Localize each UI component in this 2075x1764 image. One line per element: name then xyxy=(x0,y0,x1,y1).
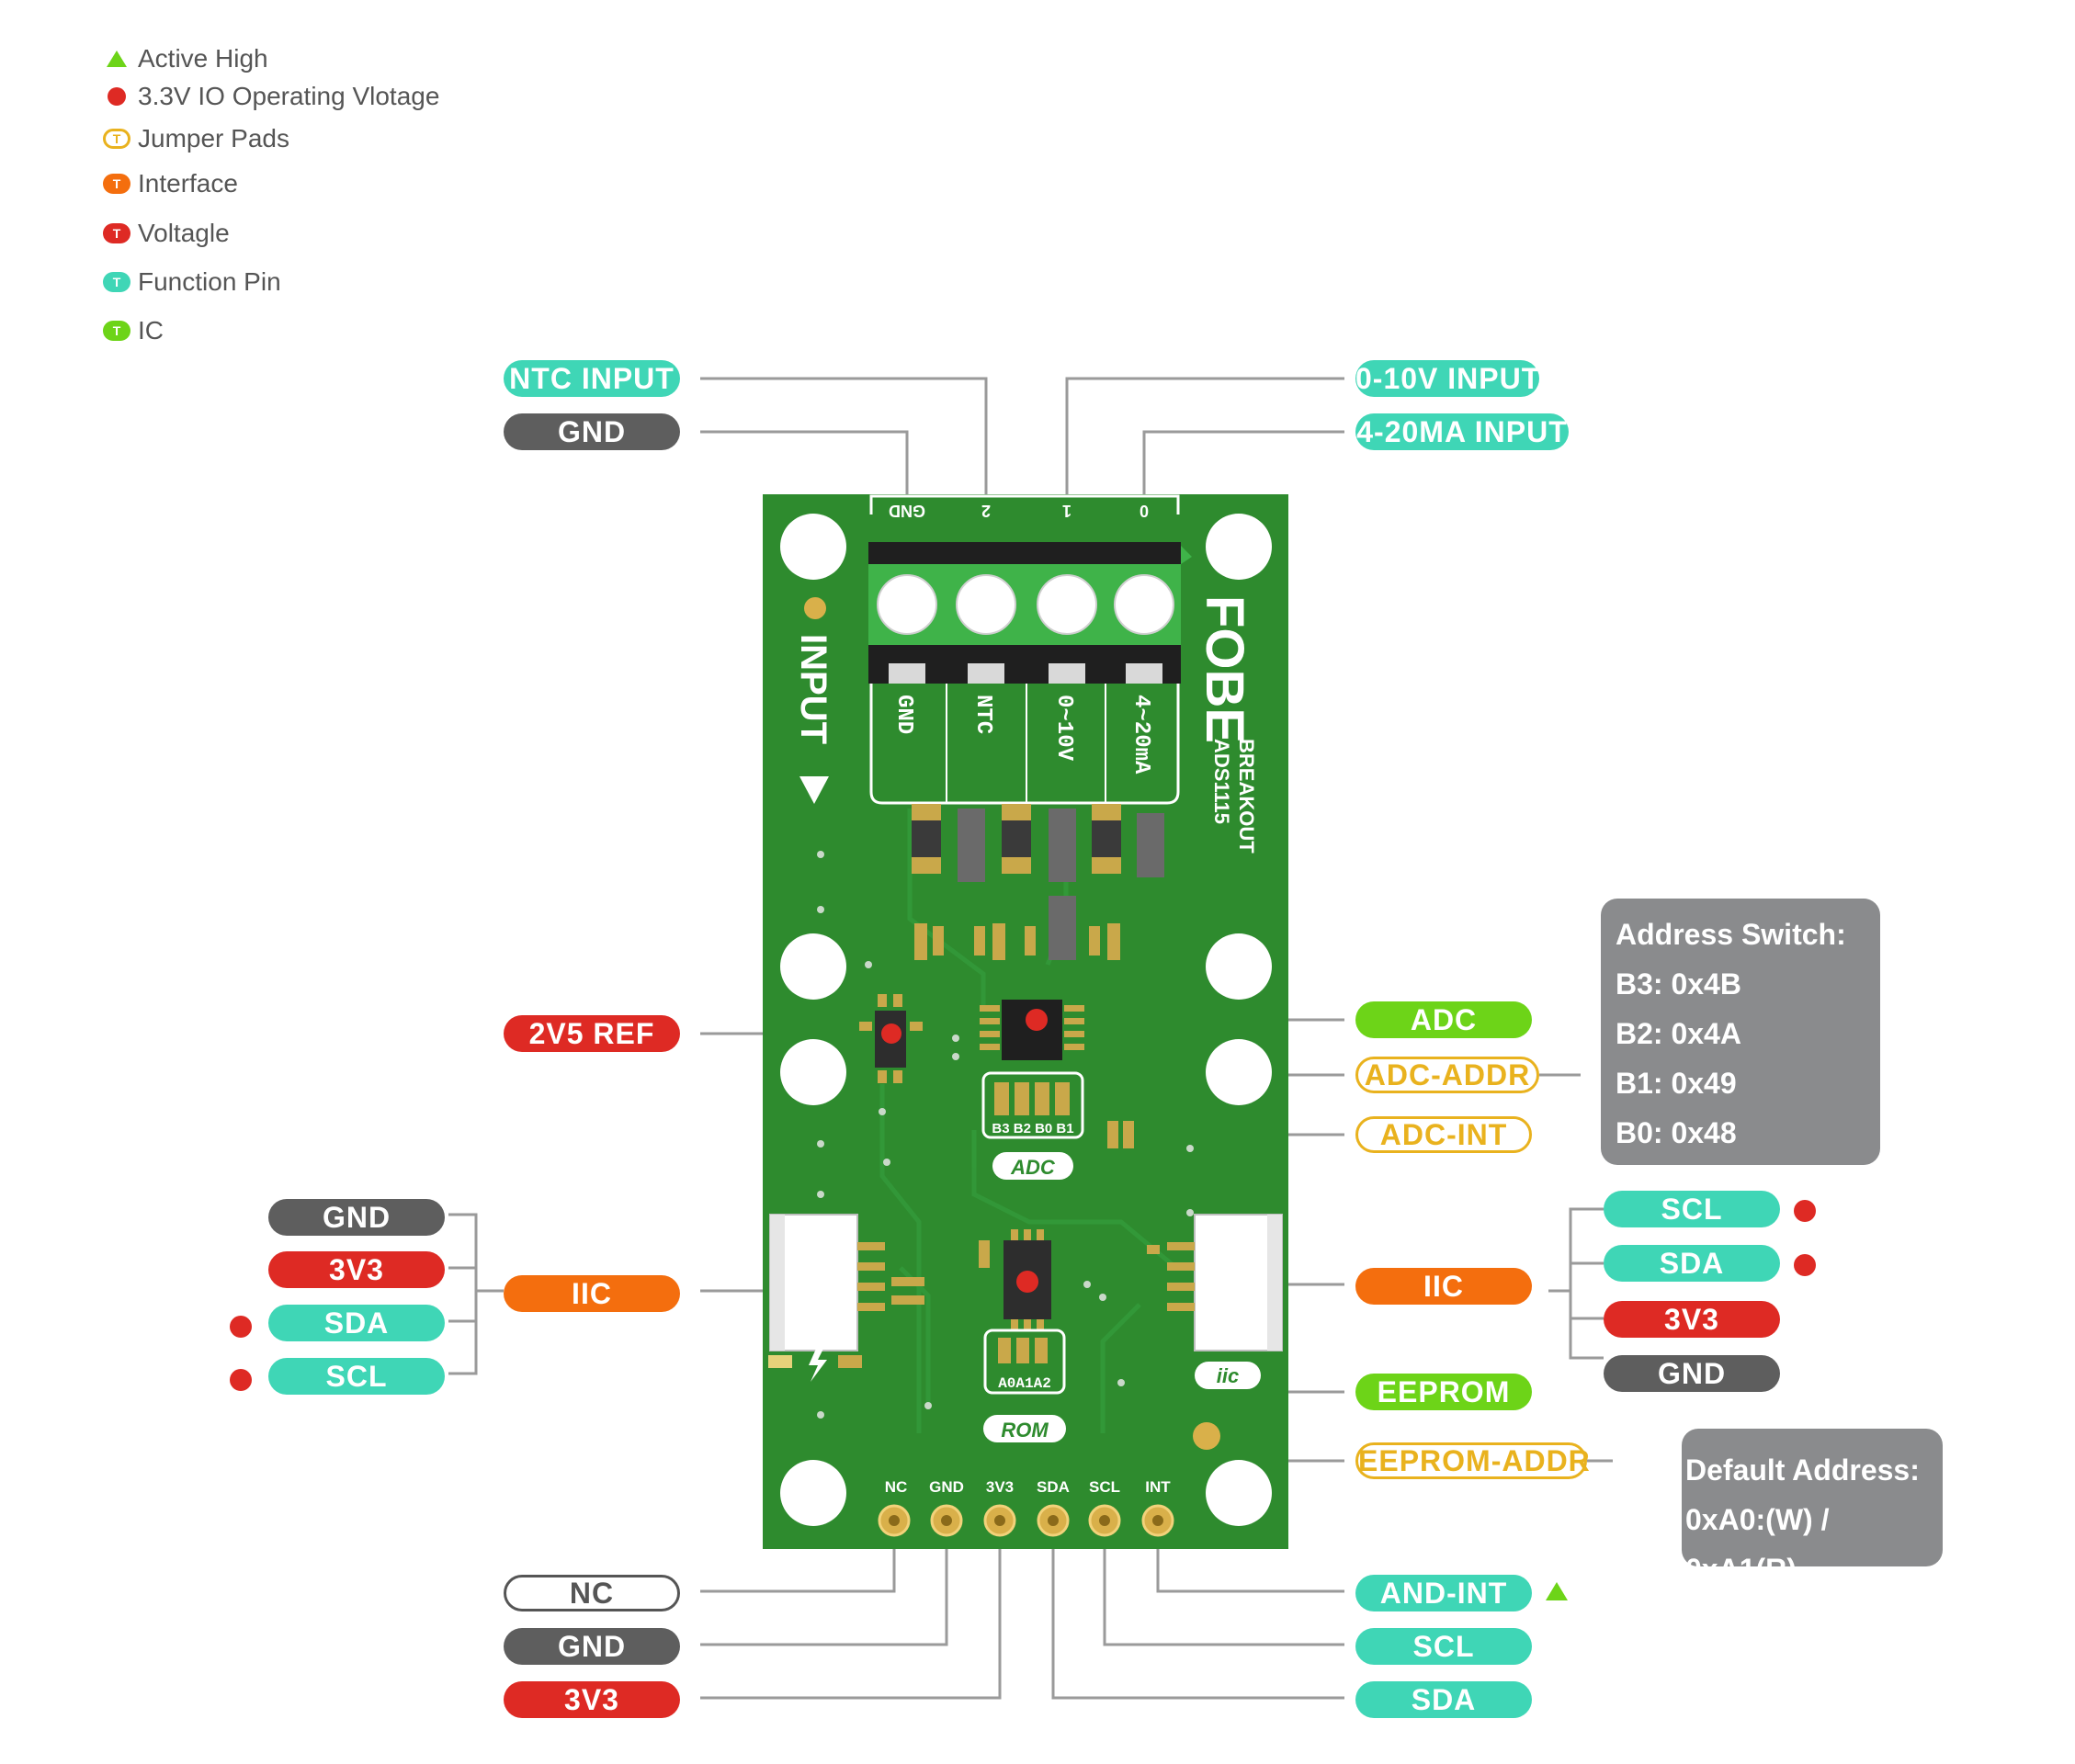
brand-sub: BREAKOUT xyxy=(1235,739,1258,854)
legend-label: Interface xyxy=(138,169,238,198)
adc-addr-label: ADC-ADDR xyxy=(1355,1057,1539,1093)
jumper-pill-icon: T xyxy=(103,125,130,153)
ma420-input-label: 4-20MA INPUT xyxy=(1355,413,1569,450)
terminal-bottom-1: NTC xyxy=(970,695,995,734)
legend-label: 3.3V IO Operating Vlotage xyxy=(138,82,440,110)
legend-jumper: T Jumper Pads xyxy=(103,120,289,157)
left-iic-3v3: 3V3 xyxy=(268,1251,445,1288)
address-switch-box: Address Switch: B3: 0x4B B2: 0x4A B1: 0x… xyxy=(1601,899,1880,1165)
header-pin-5: INT xyxy=(1145,1478,1171,1496)
bottom-gnd-label: GND xyxy=(504,1628,680,1665)
legend-label: Function Pin xyxy=(138,267,281,296)
left-iic-sda: SDA xyxy=(268,1305,445,1341)
io-voltage-dot xyxy=(1794,1254,1816,1276)
io-voltage-dot xyxy=(230,1369,252,1391)
red-dot-icon xyxy=(103,83,130,110)
terminal-bottom-0: GND xyxy=(891,695,916,734)
legend-label: Jumper Pads xyxy=(138,124,289,153)
default-address-box: Default Address: 0xA0:(W) / 0xA1(R) xyxy=(1682,1429,1943,1586)
legend-ic: T IC xyxy=(103,312,164,349)
legend-label: Active High xyxy=(138,44,268,73)
header-pin-4: SCL xyxy=(1089,1478,1120,1496)
right-iic-scl: SCL xyxy=(1604,1191,1780,1227)
address-line-b0: B0: 0x48 xyxy=(1616,1116,1737,1149)
address-line-b2: B2: 0x4A xyxy=(1616,1017,1741,1050)
voltage-pill-icon: T xyxy=(103,220,130,247)
terminal-gnd-label: GND xyxy=(504,413,680,450)
adc-label: ADC xyxy=(1355,1001,1532,1038)
pcb-board: GND 2 1 0 GND NTC 0~10V 4~20mA INPUT FOB… xyxy=(763,494,1288,1549)
header-pin-0: NC xyxy=(885,1478,908,1496)
default-address-title: Default Address: xyxy=(1685,1453,1920,1487)
bottom-sda-label: SDA xyxy=(1355,1681,1532,1718)
right-iic-label: IIC xyxy=(1355,1268,1532,1305)
legend-function: T Function Pin xyxy=(103,264,281,300)
bottom-3v3-label: 3V3 xyxy=(504,1681,680,1718)
bottom-scl-label: SCL xyxy=(1355,1628,1532,1665)
silk-input: INPUT xyxy=(793,634,833,744)
bottom-int-label: AND-INT xyxy=(1355,1575,1532,1611)
legend-active-high: Active High xyxy=(103,40,268,77)
header-pin-1: GND xyxy=(929,1478,964,1496)
model-name: ADS1115 xyxy=(1210,739,1233,824)
iic-tag: iic xyxy=(1217,1364,1239,1387)
address-switch-title: Address Switch: xyxy=(1616,918,1846,951)
active-high-triangle-icon xyxy=(1546,1582,1568,1600)
brand-logo: FOBE xyxy=(1195,595,1254,743)
default-address-line: 0xA0:(W) / 0xA1(R) xyxy=(1685,1503,1830,1586)
adc-int-label: ADC-INT xyxy=(1355,1116,1532,1153)
legend-interface: T Interface xyxy=(103,165,238,202)
function-pill-icon: T xyxy=(103,268,130,296)
terminal-top-1: 2 xyxy=(981,502,991,520)
right-iic-3v3: 3V3 xyxy=(1604,1301,1780,1338)
right-iic-gnd: GND xyxy=(1604,1355,1780,1392)
legend-label: Voltagle xyxy=(138,219,230,247)
terminal-bottom-2: 0~10V xyxy=(1051,695,1076,762)
io-voltage-dot xyxy=(1794,1200,1816,1222)
header-pin-3: SDA xyxy=(1037,1478,1070,1496)
ntc-input-label: NTC INPUT xyxy=(504,360,680,397)
eeprom-addr-label: EEPROM-ADDR xyxy=(1355,1442,1590,1479)
terminal-top-3: 0 xyxy=(1140,502,1149,520)
address-line-b3: B3: 0x4B xyxy=(1616,967,1741,1001)
legend-label: IC xyxy=(138,316,164,345)
left-iic-gnd: GND xyxy=(268,1199,445,1236)
io-voltage-dot xyxy=(230,1316,252,1338)
legend-io-voltage: 3.3V IO Operating Vlotage xyxy=(103,78,439,115)
rom-switch-silk: A0A1A2 xyxy=(998,1375,1051,1392)
v010-input-label: 0-10V INPUT xyxy=(1355,360,1541,397)
terminal-top-2: 1 xyxy=(1062,502,1072,520)
interface-pill-icon: T xyxy=(103,170,130,198)
bottom-nc-label: NC xyxy=(504,1575,680,1611)
terminal-bottom-3: 4~20mA xyxy=(1128,695,1153,775)
legend-voltage: T Voltagle xyxy=(103,215,230,252)
terminal-top-0: GND xyxy=(889,502,925,520)
adc-tag: ADC xyxy=(1010,1156,1056,1179)
ic-pill-icon: T xyxy=(103,317,130,345)
rom-tag: ROM xyxy=(1001,1419,1049,1442)
triangle-icon xyxy=(103,45,130,73)
adc-switch-silk: B3 B2 B0 B1 xyxy=(992,1121,1073,1136)
right-iic-sda: SDA xyxy=(1604,1245,1780,1282)
ref-label: 2V5 REF xyxy=(504,1015,680,1052)
left-iic-scl: SCL xyxy=(268,1358,445,1395)
eeprom-label: EEPROM xyxy=(1355,1374,1532,1410)
address-line-b1: B1: 0x49 xyxy=(1616,1067,1737,1100)
header-pin-2: 3V3 xyxy=(986,1478,1014,1496)
left-iic-label: IIC xyxy=(504,1275,680,1312)
